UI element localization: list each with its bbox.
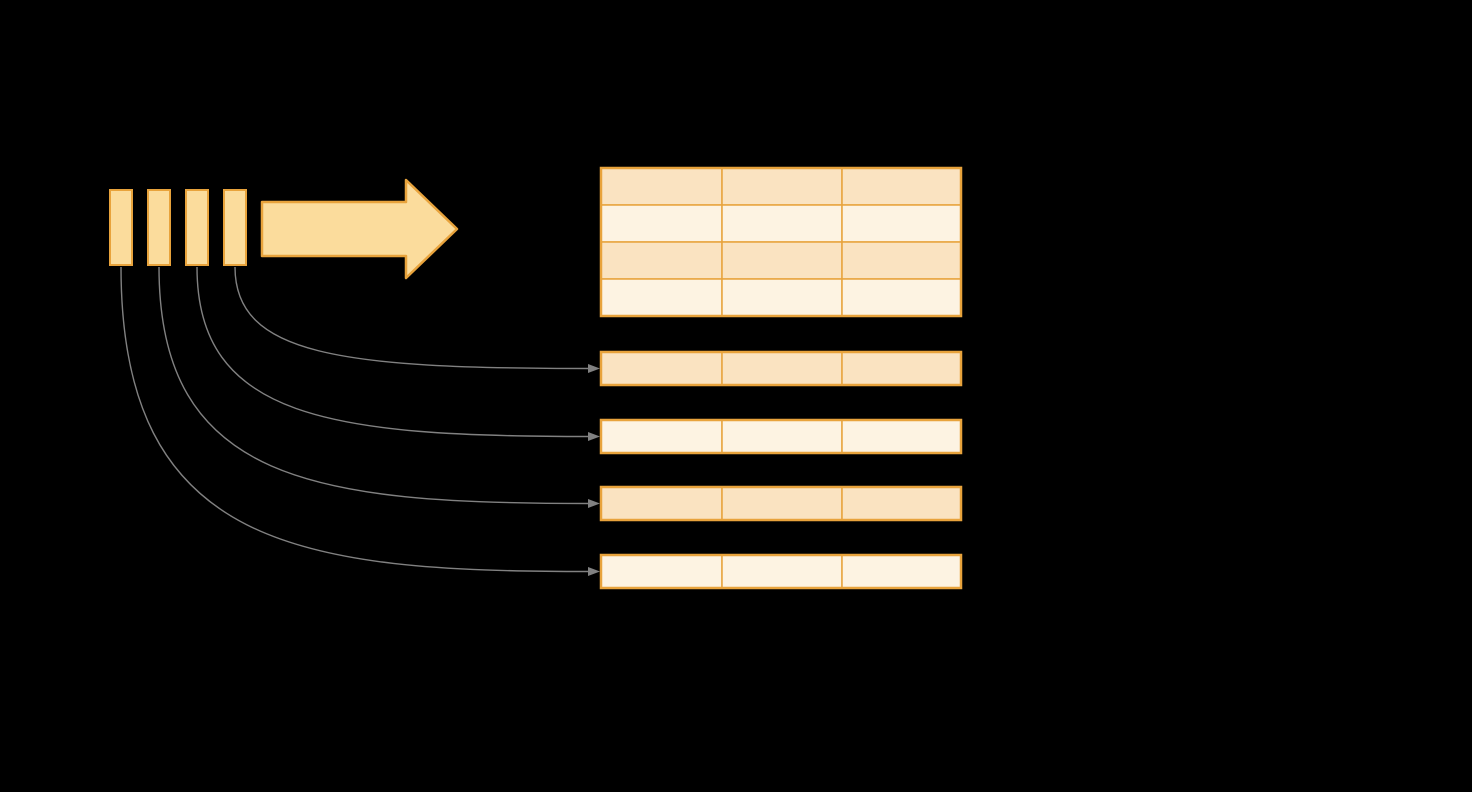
connector-arrow-3 bbox=[158, 266, 589, 505]
main-table-cell-r4c2 bbox=[721, 278, 843, 317]
row-table-4-cell-2 bbox=[721, 554, 843, 589]
connector-arrow-2 bbox=[196, 266, 589, 438]
row-table-4-cell-1 bbox=[600, 554, 723, 589]
row-table-1-cell-2 bbox=[721, 351, 843, 386]
row-table-3-cell-1 bbox=[600, 486, 723, 521]
main-table-cell-r2c2 bbox=[721, 204, 843, 243]
row-table-1-outline bbox=[599, 350, 963, 387]
connectors bbox=[120, 266, 600, 576]
main-table-cell-r1c1 bbox=[600, 167, 723, 206]
main-table-cell-r1c2 bbox=[721, 167, 843, 206]
row-table-4 bbox=[599, 553, 963, 590]
main-table-cell-r3c1 bbox=[600, 241, 723, 280]
connector-arrowhead-3-icon bbox=[588, 499, 600, 508]
connector-arrowhead-4-icon bbox=[588, 567, 600, 576]
main-table-cell-r2c3 bbox=[841, 204, 962, 243]
main-table-cell-r1c3 bbox=[841, 167, 962, 206]
connector-arrow-1 bbox=[234, 266, 589, 370]
row-table-2-cell-1 bbox=[600, 419, 723, 454]
source-segment-2 bbox=[147, 189, 171, 266]
row-table-2-outline bbox=[599, 418, 963, 455]
row-table-2 bbox=[599, 418, 963, 455]
flow-right-arrow-icon bbox=[260, 178, 459, 280]
row-table-2-cell-3 bbox=[841, 419, 962, 454]
main-table-cell-r3c3 bbox=[841, 241, 962, 280]
row-table-4-outline bbox=[599, 553, 963, 590]
source-segment-1 bbox=[109, 189, 133, 266]
connector-arrowhead-1-icon bbox=[588, 364, 600, 373]
row-table-1-cell-3 bbox=[841, 351, 962, 386]
main-table bbox=[599, 166, 963, 318]
connector-arrowhead-2-icon bbox=[588, 432, 600, 441]
source-stack bbox=[109, 189, 247, 266]
row-table-2-cell-2 bbox=[721, 419, 843, 454]
row-table-1-cell-1 bbox=[600, 351, 723, 386]
main-table-cell-r4c3 bbox=[841, 278, 962, 317]
source-segment-3 bbox=[185, 189, 209, 266]
source-segment-4 bbox=[223, 189, 247, 266]
row-table-3-cell-3 bbox=[841, 486, 962, 521]
row-table-1 bbox=[599, 350, 963, 387]
main-table-cell-r4c1 bbox=[600, 278, 723, 317]
main-table-cell-r2c1 bbox=[600, 204, 723, 243]
connector-arrow-4 bbox=[120, 266, 589, 573]
main-table-outline bbox=[599, 166, 963, 318]
main-table-cell-r3c2 bbox=[721, 241, 843, 280]
row-table-4-cell-3 bbox=[841, 554, 962, 589]
row-table-3-cell-2 bbox=[721, 486, 843, 521]
row-table-3 bbox=[599, 485, 963, 522]
row-table-3-outline bbox=[599, 485, 963, 522]
